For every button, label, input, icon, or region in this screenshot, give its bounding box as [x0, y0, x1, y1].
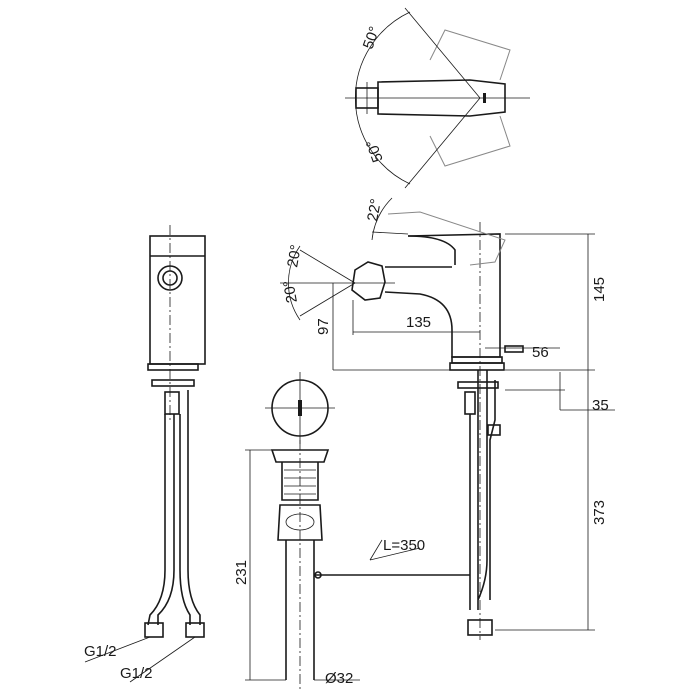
dimension-label: 56 — [532, 344, 549, 361]
dimension-label: 135 — [406, 314, 431, 331]
connection-label: G1/2 — [84, 643, 117, 660]
dimension-label: 231 — [233, 560, 250, 585]
dimension-label: 20° — [280, 279, 301, 304]
connection-label: G1/2 — [120, 665, 153, 682]
dimension-label: Ø32 — [325, 670, 353, 687]
dimension-label: 145 — [591, 277, 608, 302]
dimension-label: 97 — [315, 318, 332, 335]
dimension-label: 22° — [364, 197, 385, 222]
dimension-label: L=350 — [383, 537, 425, 554]
side-view: 22° 20° 20° 145 97 135 56 35 373 — [280, 197, 615, 640]
drain-view: 231 L=350 Ø32 — [233, 372, 470, 690]
dimension-label: 35 — [592, 397, 609, 414]
dimension-label: 20° — [284, 243, 305, 268]
angle-label: 50° — [363, 137, 387, 164]
angle-label: 50° — [360, 24, 384, 51]
front-view: G1/2 G1/2 — [84, 225, 206, 683]
dimension-label: 373 — [591, 500, 608, 525]
top-view: 50° 50° — [345, 7, 530, 189]
